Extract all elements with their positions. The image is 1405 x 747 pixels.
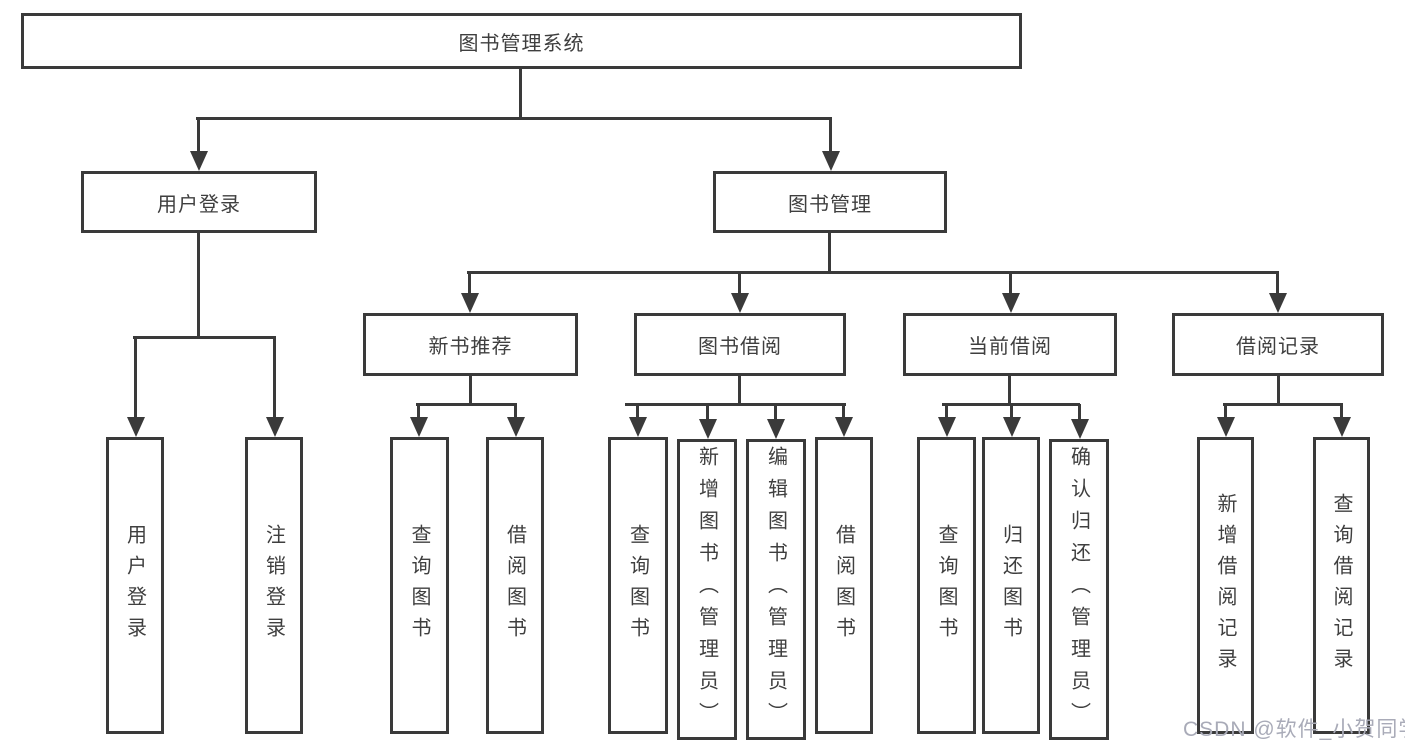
node-book-borrow: 图书借阅 bbox=[634, 313, 846, 376]
leaf-bb-edit-label: 编辑图书（管理员） bbox=[764, 445, 787, 734]
arrow-to-bb-borrow bbox=[834, 404, 853, 437]
leaf-cb-search-label: 查询图书 bbox=[935, 523, 957, 648]
arrow-to-cb-search bbox=[937, 404, 956, 437]
connector-book-borrow-bar bbox=[625, 403, 846, 406]
connector-book-mgmt-stem bbox=[828, 232, 831, 274]
connector-new-book-rec-stem bbox=[469, 376, 472, 406]
arrow-to-leaf-login bbox=[126, 337, 145, 437]
node-book-mgmt-label: 图书管理 bbox=[788, 193, 872, 216]
node-new-book-rec: 新书推荐 bbox=[363, 313, 578, 376]
connector-user-login-bar bbox=[133, 336, 276, 339]
node-user-login-label: 用户登录 bbox=[157, 193, 241, 216]
connector-level2-bar bbox=[467, 271, 1279, 274]
node-current-borrow: 当前借阅 bbox=[903, 313, 1117, 376]
leaf-nbr-search: 查询图书 bbox=[390, 437, 449, 734]
connector-root-stem bbox=[519, 68, 522, 118]
leaf-nbr-borrow-label: 借阅图书 bbox=[503, 523, 526, 648]
leaf-cb-return-label: 归还图书 bbox=[999, 523, 1022, 648]
node-book-borrow-label: 图书借阅 bbox=[698, 336, 782, 358]
leaf-user-login-label: 用户登录 bbox=[123, 523, 146, 648]
arrow-to-leaf-logout bbox=[265, 337, 284, 437]
arrow-to-bb-search bbox=[628, 404, 647, 437]
node-borrow-record: 借阅记录 bbox=[1172, 313, 1384, 376]
node-user-login: 用户登录 bbox=[81, 171, 317, 233]
leaf-logout: 注销登录 bbox=[245, 437, 303, 734]
connector-borrow-record-bar bbox=[1223, 403, 1343, 406]
leaf-br-add: 新增借阅记录 bbox=[1197, 437, 1254, 734]
watermark-text: CSDN @软件_小贺同学 bbox=[1183, 718, 1405, 741]
arrow-to-bb-add bbox=[698, 404, 717, 439]
leaf-bb-search: 查询图书 bbox=[608, 437, 668, 734]
leaf-br-search: 查询借阅记录 bbox=[1313, 437, 1370, 734]
connector-new-book-rec-bar bbox=[416, 403, 517, 406]
arrow-to-nbr-borrow bbox=[506, 404, 525, 437]
node-book-mgmt: 图书管理 bbox=[713, 171, 947, 233]
leaf-bb-borrow-label: 借阅图书 bbox=[832, 523, 855, 648]
connector-user-login-stem bbox=[197, 232, 200, 339]
leaf-user-login: 用户登录 bbox=[106, 437, 164, 734]
leaf-cb-confirm-label: 确认归还（管理员） bbox=[1067, 445, 1090, 734]
connector-current-borrow-stem bbox=[1008, 376, 1011, 406]
arrow-to-nbr-search bbox=[409, 404, 428, 437]
leaf-cb-return: 归还图书 bbox=[982, 437, 1040, 734]
leaf-br-add-label: 新增借阅记录 bbox=[1214, 492, 1236, 679]
node-root-label: 图书管理系统 bbox=[458, 32, 585, 55]
arrow-to-br-search bbox=[1332, 404, 1351, 437]
arrow-to-bb-edit bbox=[766, 404, 785, 439]
leaf-bb-add: 新增图书（管理员） bbox=[677, 439, 737, 740]
connector-book-borrow-stem bbox=[738, 376, 741, 406]
arrow-to-current-borrow bbox=[1001, 272, 1020, 313]
leaf-br-search-label: 查询借阅记录 bbox=[1330, 492, 1352, 679]
connector-level1-bar bbox=[196, 117, 832, 120]
leaf-logout-label: 注销登录 bbox=[262, 523, 285, 648]
arrow-to-new-book-rec bbox=[460, 272, 479, 313]
leaf-bb-search-label: 查询图书 bbox=[626, 523, 649, 648]
arrow-to-cb-return bbox=[1002, 404, 1021, 437]
arrow-to-borrow-record bbox=[1268, 272, 1287, 313]
leaf-cb-search: 查询图书 bbox=[917, 437, 976, 734]
leaf-cb-confirm: 确认归还（管理员） bbox=[1049, 439, 1109, 740]
arrow-to-book-mgmt bbox=[821, 118, 840, 171]
arrow-to-user-login bbox=[189, 118, 208, 171]
node-new-book-rec-label: 新书推荐 bbox=[428, 336, 513, 358]
leaf-nbr-borrow: 借阅图书 bbox=[486, 437, 544, 734]
arrow-to-br-add bbox=[1216, 404, 1235, 437]
node-current-borrow-label: 当前借阅 bbox=[968, 336, 1052, 358]
arrow-to-cb-confirm bbox=[1070, 404, 1089, 439]
leaf-nbr-search-label: 查询图书 bbox=[408, 523, 430, 648]
leaf-bb-borrow: 借阅图书 bbox=[815, 437, 873, 734]
connector-borrow-record-stem bbox=[1277, 376, 1280, 406]
leaf-bb-edit: 编辑图书（管理员） bbox=[746, 439, 806, 740]
leaf-bb-add-label: 新增图书（管理员） bbox=[695, 445, 718, 734]
node-borrow-record-label: 借阅记录 bbox=[1236, 336, 1320, 358]
node-root: 图书管理系统 bbox=[21, 13, 1022, 69]
arrow-to-book-borrow bbox=[730, 272, 749, 313]
